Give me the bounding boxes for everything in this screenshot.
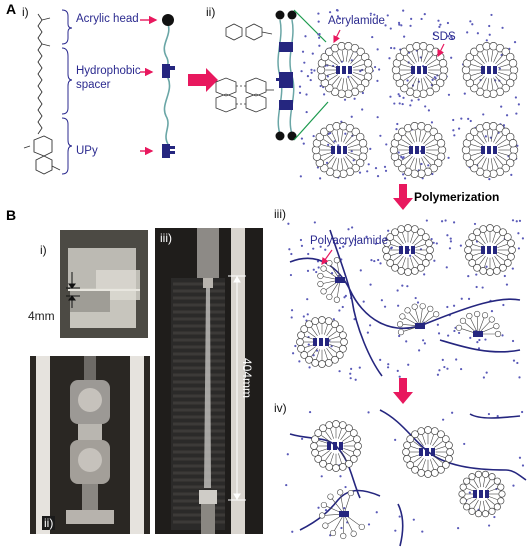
micelle-field-iv <box>285 409 527 547</box>
subpanel-label-a-ii: ii) <box>206 5 216 19</box>
arrow-down-icon <box>393 378 413 404</box>
photo-label-b-ii: ii) <box>42 516 56 530</box>
subpanel-label-a-i: i) <box>22 5 29 19</box>
photo-label-b-iii: iii) <box>160 231 172 245</box>
surfactant-icon <box>396 303 440 336</box>
micelle-icon <box>382 224 434 276</box>
pointer-arrows <box>140 15 158 156</box>
micelle-field-iii <box>287 219 525 381</box>
micelle-icon <box>461 42 519 98</box>
arrow-right-icon <box>188 68 218 92</box>
micelle-icon <box>391 42 449 98</box>
subpanel-label-a-iv: iv) <box>274 401 287 415</box>
photo-stretch <box>155 228 263 534</box>
label-pointers <box>321 29 445 265</box>
micelle-icon <box>389 122 447 178</box>
chemical-structure <box>23 13 61 175</box>
subpanel-label-a-iii: iii) <box>274 207 286 221</box>
monomer-chain <box>162 14 175 158</box>
surfactant-icon <box>317 257 345 303</box>
photo-label-b-i: i) <box>40 243 47 257</box>
micelle-icon <box>296 316 348 368</box>
micelle-icon <box>316 42 374 98</box>
micelle-icon <box>402 426 454 478</box>
label-polymerization: Polymerization <box>414 190 500 204</box>
photo-sample <box>60 230 148 338</box>
micelle-icon <box>458 470 506 518</box>
label-hydrophobic: Hydrophobic <box>76 65 141 77</box>
dimer-chain <box>275 10 297 141</box>
micelle-icon <box>310 420 362 472</box>
label-acrylic-head: Acrylic head <box>76 13 139 25</box>
arrow-down-icon <box>393 184 413 210</box>
scale-4mm: 4mm <box>28 309 55 323</box>
label-upy: UPy <box>76 145 98 157</box>
brace-group <box>61 9 73 175</box>
zoom-lines <box>293 9 329 141</box>
panel-label-b: B <box>6 207 17 223</box>
label-acrylamide: Acrylamide <box>328 15 385 27</box>
dimer-structure <box>215 23 274 113</box>
micelle-icon <box>464 224 516 276</box>
photo-clamp <box>30 356 150 534</box>
micelle-field-ii <box>298 9 520 181</box>
label-sds: SDS <box>432 31 456 43</box>
label-spacer: spacer <box>76 79 111 91</box>
scale-404mm: 404mm <box>240 358 254 399</box>
panel-label-a: A <box>6 1 17 17</box>
micelle-icon <box>461 122 519 178</box>
surfactant-icon <box>455 310 502 338</box>
micelle-icon <box>311 122 369 178</box>
label-polyacrylamide: Polyacrylamide <box>310 235 388 247</box>
surfactant-icon <box>318 489 365 540</box>
